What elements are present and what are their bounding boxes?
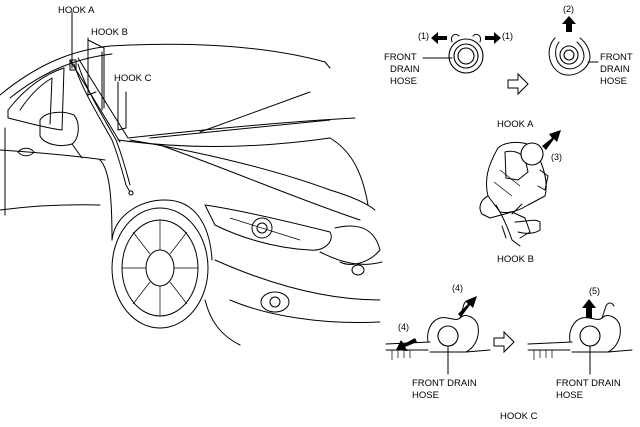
- hook-a-step2-figure: [548, 16, 591, 76]
- hook-b-figure: [479, 130, 561, 247]
- pull-up-right-arrow-icon: [542, 130, 561, 150]
- next-step-arrow-icon-c: [493, 330, 515, 354]
- hook-a-hose-right-2: DRAIN: [600, 64, 630, 75]
- hook-c-step4b: (4): [452, 283, 463, 293]
- pull-up-arrow-icon-c: [582, 299, 596, 318]
- hook-a-hose-left-1: FRONT: [384, 52, 417, 63]
- hook-a-hose-right-3: HOSE: [600, 76, 627, 87]
- overview-hook-a-label: HOOK A: [58, 5, 95, 16]
- hook-a-step1-right: (1): [502, 31, 513, 41]
- hook-a-hose-left-2: DRAIN: [390, 64, 420, 75]
- hook-c-step4-figure: [385, 296, 491, 360]
- hook-c-step4a: (4): [398, 322, 409, 332]
- hook-c-hose-left-2: HOSE: [412, 390, 439, 401]
- hook-c-step5-figure: [527, 299, 633, 360]
- pull-up-arrow-icon: [562, 16, 576, 32]
- overview-hook-b-label: HOOK B: [91, 27, 128, 38]
- hook-a-hose-right-1: FRONT: [600, 52, 633, 63]
- overview-hook-c-label: HOOK C: [114, 73, 152, 84]
- hook-a-step2: (2): [563, 4, 574, 14]
- hook-c-hose-right-2: HOSE: [556, 390, 583, 401]
- hook-a-hose-left-3: HOSE: [390, 76, 417, 87]
- hook-c-caption: HOOK C: [500, 411, 538, 422]
- hook-c-hose-right-1: FRONT DRAIN: [556, 378, 621, 389]
- hook-b-step3: (3): [551, 152, 562, 162]
- hook-a-caption: HOOK A: [497, 119, 534, 130]
- hook-a-step1-figure: [431, 32, 501, 74]
- pull-up-right-arrow-icon-c: [458, 296, 477, 317]
- car-illustration: [0, 11, 383, 346]
- pull-down-left-arrow-icon: [396, 338, 417, 351]
- hook-a-step1-left: (1): [418, 31, 429, 41]
- hook-c-step5: (5): [589, 286, 600, 296]
- hook-b-caption: HOOK B: [497, 254, 534, 265]
- next-step-arrow-icon: [507, 72, 529, 96]
- hook-c-hose-left-1: FRONT DRAIN: [412, 378, 477, 389]
- pull-left-arrow-icon: [431, 32, 447, 44]
- pull-right-arrow-icon: [485, 32, 501, 44]
